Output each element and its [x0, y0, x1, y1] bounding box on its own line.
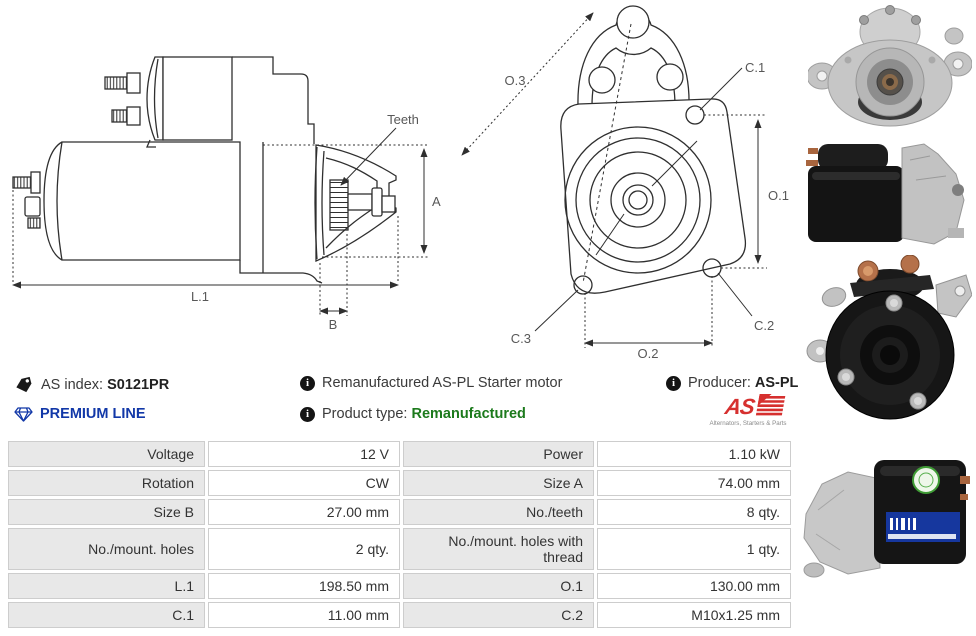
product-photo-front[interactable]: [808, 2, 972, 134]
label-o1: O.1: [768, 188, 789, 203]
spec-label: O.1: [403, 573, 594, 599]
spec-value: CW: [208, 470, 400, 496]
spec-label: Size A: [403, 470, 594, 496]
spec-label: L.1: [8, 573, 205, 599]
spec-label: Power: [403, 441, 594, 467]
label-l1: L.1: [191, 289, 209, 304]
producer-label: Producer:: [688, 375, 751, 391]
spec-value: 11.00 mm: [208, 602, 400, 628]
spec-value: 198.50 mm: [208, 573, 400, 599]
spec-value: 1.10 kW: [597, 441, 791, 467]
side-view-drawing: Teeth A L.1 B: [12, 56, 441, 332]
label-a: A: [432, 194, 441, 209]
label-b: B: [329, 317, 338, 332]
spec-value: 8 qty.: [597, 499, 791, 525]
as-index-value: S0121PR: [107, 377, 170, 393]
producer: i Producer: AS-PL: [666, 375, 798, 391]
premium-line: PREMIUM LINE: [14, 406, 146, 422]
spec-label: No./mount. holes with thread: [403, 528, 594, 570]
spec-value: M10x1.25 mm: [597, 602, 791, 628]
spec-label: Size B: [8, 499, 205, 525]
description-text: Remanufactured AS-PL Starter motor: [322, 375, 563, 391]
spec-value: 130.00 mm: [597, 573, 791, 599]
spec-label: Rotation: [8, 470, 205, 496]
label-c2: C.2: [754, 318, 774, 333]
front-view-drawing: O.3 C.1 O.1 C.2 C.3 O.2: [461, 5, 789, 361]
product-type-value: Remanufactured: [411, 406, 526, 422]
product-description: i Remanufactured AS-PL Starter motor: [300, 375, 562, 391]
brand-name: AS: [722, 394, 757, 419]
info-icon: i: [300, 375, 315, 391]
label-o3: O.3: [505, 73, 526, 88]
info-icon: i: [300, 406, 315, 422]
spec-label: C.1: [8, 602, 205, 628]
spec-value: 74.00 mm: [597, 470, 791, 496]
brand-tagline: Alternators, Starters & Parts: [709, 420, 786, 427]
as-pl-logo-icon: AS Alternators, Starters & Parts: [709, 394, 787, 427]
as-index: AS index: S0121PR: [14, 375, 169, 395]
label-c3: C.3: [511, 331, 531, 346]
producer-value: AS-PL: [754, 375, 799, 391]
product-photo-rear[interactable]: [806, 255, 972, 445]
product-type-label: Product type:: [322, 406, 408, 422]
label-c1: C.1: [745, 60, 765, 75]
spec-value: 2 qty.: [208, 528, 400, 570]
as-index-label: AS index:: [41, 377, 104, 393]
product-photo-side[interactable]: [806, 140, 972, 252]
info-icon: i: [666, 375, 681, 391]
product-type: i Product type: Remanufactured: [300, 406, 526, 422]
spec-value: 1 qty.: [597, 528, 791, 570]
brand-logo: AS Alternators, Starters & Parts: [702, 392, 794, 433]
tag-icon: [16, 376, 32, 393]
spec-label: C.2: [403, 602, 594, 628]
spec-table: Voltage 12 V Power 1.10 kW Rotation CW S…: [8, 441, 791, 628]
spec-label: No./teeth: [403, 499, 594, 525]
spec-value: 12 V: [208, 441, 400, 467]
product-photo-side-2[interactable]: [800, 450, 972, 588]
label-teeth: Teeth: [387, 112, 419, 127]
spec-label: Voltage: [8, 441, 205, 467]
premium-line-label: PREMIUM LINE: [40, 406, 146, 422]
diamond-icon: [14, 406, 33, 422]
spec-label: No./mount. holes: [8, 528, 205, 570]
spec-value: 27.00 mm: [208, 499, 400, 525]
label-o2: O.2: [638, 346, 659, 361]
